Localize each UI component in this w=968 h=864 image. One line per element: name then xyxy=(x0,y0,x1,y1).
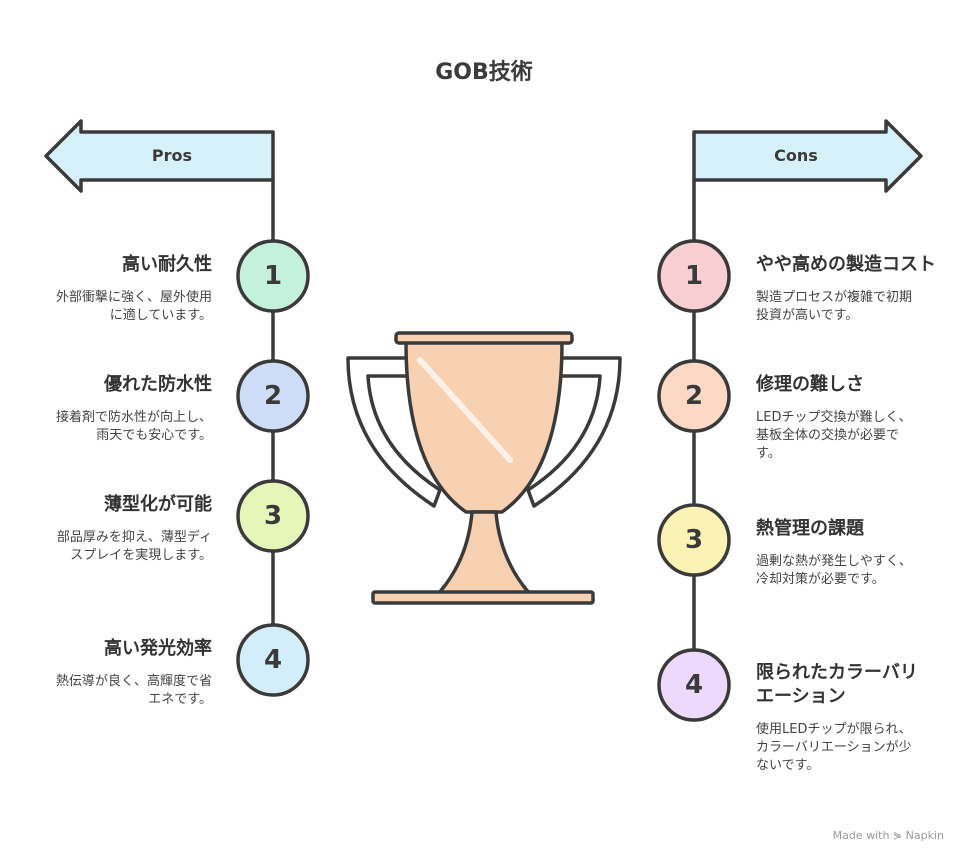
pros-item-desc-2: 接着剤で防水性が向上し、雨天でも安心です。 xyxy=(55,410,212,443)
pros-number-3: 3 xyxy=(263,501,283,531)
page-title: GOB技術 xyxy=(435,60,533,85)
pros-item-title-1: 高い耐久性 xyxy=(122,254,212,275)
cons-item-desc-2: LEDチップ交換が難しく、基板全体の交換が必要です。 xyxy=(756,410,912,461)
footer-credit: Made with ⋟ Napkin xyxy=(832,829,944,842)
pros-item-desc-3: 部品厚みを抑え、薄型ディスプレイを実現します。 xyxy=(56,530,212,563)
cons-item-title-1: やや高めの製造コスト xyxy=(756,254,936,275)
pros-arrow xyxy=(44,119,275,193)
cons-circle-2 xyxy=(657,359,731,433)
pros-item-desc-1: 外部衝撃に強く、屋外使用に適しています。 xyxy=(55,290,212,323)
cons-number-2: 2 xyxy=(684,381,704,411)
cons-arrow xyxy=(692,119,923,193)
cons-item-desc-1: 製造プロセスが複雑で初期投資が高いです。 xyxy=(756,290,913,323)
cons-item-desc-4: 使用LEDチップが限られ、カラーバリエーションが少ないです。 xyxy=(756,722,912,773)
cons-label: Cons xyxy=(774,146,818,165)
pros-circle-4 xyxy=(236,623,310,697)
pros-number-4: 4 xyxy=(263,645,283,675)
pros-number-1: 1 xyxy=(263,261,283,291)
cons-item-title-2: 修理の難しさ xyxy=(756,374,864,395)
cons-number-1: 1 xyxy=(684,261,704,291)
cons-item-desc-3: 過剰な熱が発生しやすく、冷却対策が必要です。 xyxy=(756,554,912,587)
cons-circle-1 xyxy=(657,239,731,313)
pros-label: Pros xyxy=(151,146,193,165)
cons-item-title-3: 熱管理の課題 xyxy=(756,518,864,539)
pros-item-title-4: 高い発光効率 xyxy=(104,638,212,659)
cons-circle-3 xyxy=(657,503,731,577)
cons-item-title-4: 限られたカラーバリエーション xyxy=(756,662,918,707)
pros-item-title-2: 優れた防水性 xyxy=(104,374,212,395)
pros-circle-3 xyxy=(236,479,310,553)
cons-number-3: 3 xyxy=(684,525,704,555)
cons-number-4: 4 xyxy=(684,670,704,700)
pros-circle-1 xyxy=(236,239,310,313)
pros-item-desc-4: 熱伝導が良く、高輝度で省エネです。 xyxy=(55,674,212,707)
cons-circle-4 xyxy=(657,648,731,722)
trophy-icon xyxy=(346,331,622,605)
pros-number-2: 2 xyxy=(263,381,283,411)
pros-item-title-3: 薄型化が可能 xyxy=(104,494,212,515)
pros-circle-2 xyxy=(236,359,310,433)
